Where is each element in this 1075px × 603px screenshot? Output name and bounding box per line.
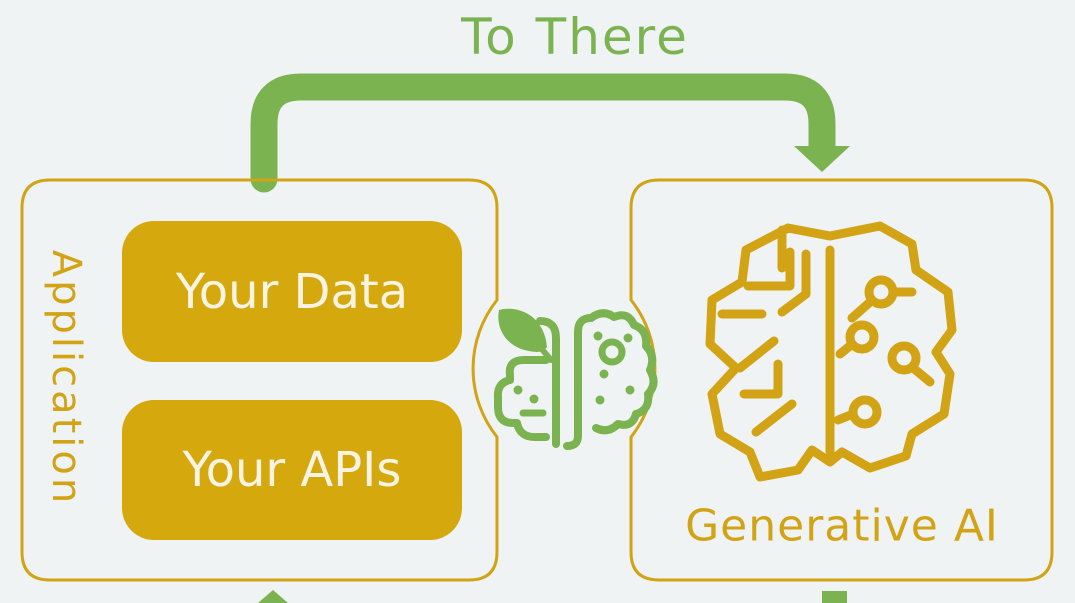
brain-outline <box>705 221 957 482</box>
arrow-app-to-genai-shaft <box>250 73 836 193</box>
your-data-node-label: Your Data <box>175 264 408 320</box>
your-apis-node-label: Your APIs <box>182 442 402 498</box>
arrow-app-to-genai <box>250 73 850 193</box>
circuit-trace-1 <box>847 298 874 323</box>
right-dot-2 <box>623 333 633 343</box>
leaf-stem <box>521 325 554 363</box>
return-arrow-stub <box>822 591 847 603</box>
circuit-node-2 <box>845 320 879 354</box>
right-hemisphere-inner-edge <box>563 314 595 450</box>
right-dot-3 <box>599 369 609 379</box>
maze-trace-4 <box>735 336 779 373</box>
your-apis-node: Your APIs <box>122 400 462 540</box>
circuit-node-3 <box>887 341 921 375</box>
maze-trace-6 <box>751 399 797 437</box>
right-dot-1 <box>593 331 603 341</box>
circuit-brain-icon <box>705 221 957 482</box>
circuit-trace-4 <box>907 362 935 387</box>
right-dot-4 <box>625 385 635 395</box>
return-arrowhead-up-icon <box>258 590 288 603</box>
left-dot-2 <box>529 394 539 404</box>
circuit-trace-5 <box>833 409 858 425</box>
left-hemisphere-outline <box>493 356 550 442</box>
maze-trace-7 <box>777 249 811 317</box>
maze-trace-5 <box>739 359 783 399</box>
flow-label-to-there: To There <box>460 8 689 66</box>
application-box <box>20 178 499 582</box>
leaf-brain-icon <box>493 308 658 450</box>
application-box-label: Application <box>43 250 89 507</box>
your-apis-node-bg <box>122 400 462 540</box>
your-data-node: Your Data <box>122 221 462 362</box>
right-dot-5 <box>595 395 605 405</box>
circuit-trace-3 <box>835 340 856 359</box>
right-hemisphere-outline <box>587 309 658 435</box>
arrow-app-to-genai-head-icon <box>794 146 850 172</box>
generative-ai-label: Generative AI <box>685 501 999 552</box>
generative-ai-box <box>629 178 1054 582</box>
maze-trace-2 <box>743 247 795 291</box>
your-data-node-bg <box>122 221 462 362</box>
left-dot-1 <box>513 385 523 395</box>
left-hemisphere-inner-edge <box>536 317 560 448</box>
right-ring <box>598 338 626 366</box>
